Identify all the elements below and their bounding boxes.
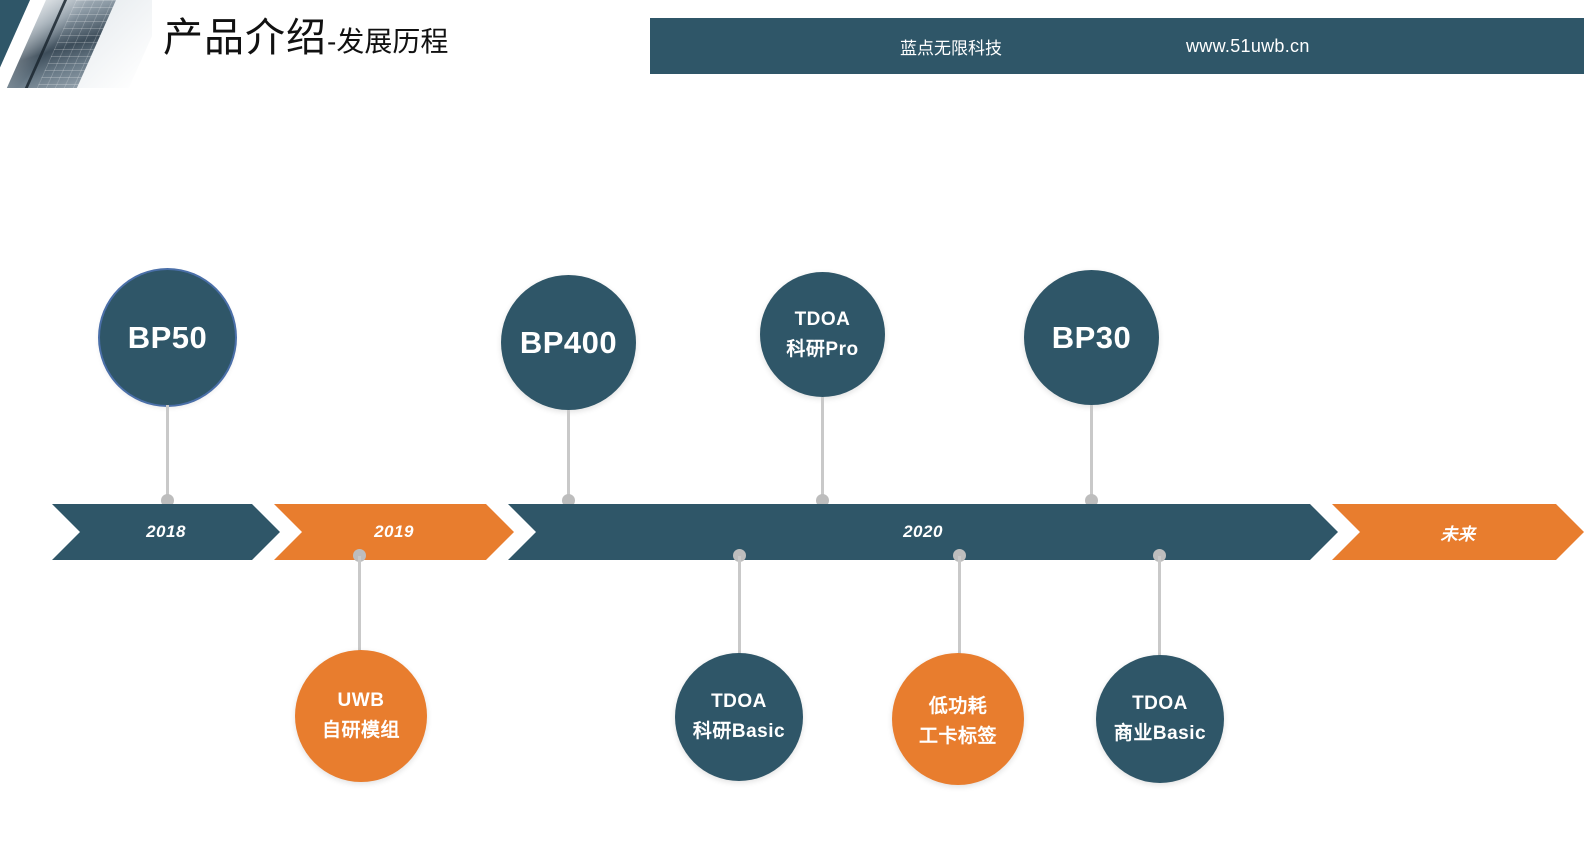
node-tdoa-shangye-basic-line2: 商业Basic [1113, 723, 1207, 744]
page-title-main: 产品介绍 [163, 16, 327, 60]
timeline-segment-2018-label: 2018 [146, 522, 186, 541]
brand-name: 蓝点无限科技 [900, 38, 1002, 58]
connector-dot-tdoa-keyan-pro [816, 494, 829, 507]
node-bp50[interactable]: BP50 [100, 270, 235, 405]
connector-dot-bp400 [562, 494, 575, 507]
timeline-segment-2020[interactable]: 2020 [508, 504, 1338, 560]
node-tdoa-keyan-pro-line2: 科研Pro [786, 338, 859, 360]
timeline-segment-2018[interactable]: 2018 [52, 504, 280, 560]
connector-bp400 [567, 410, 570, 501]
node-low-power-tag-line1: 低功耗 [928, 695, 988, 717]
node-bp400[interactable]: BP400 [501, 275, 636, 410]
node-tdoa-keyan-basic[interactable]: TDOA 科研Basic [675, 653, 803, 781]
connector-tdoa-keyan-pro [821, 397, 824, 501]
connector-tdoa-shangye-basic [1158, 556, 1161, 658]
node-tdoa-keyan-basic-line1: TDOA [711, 691, 767, 712]
node-uwb-module[interactable]: UWB 自研模组 [295, 650, 427, 782]
connector-low-power-tag [958, 556, 961, 656]
node-tdoa-keyan-basic-line2: 科研Basic [692, 721, 786, 742]
timeline-segment-future-label: 未来 [1440, 524, 1476, 544]
node-tdoa-shangye-basic[interactable]: TDOA 商业Basic [1096, 655, 1224, 783]
node-tdoa-keyan-pro[interactable]: TDOA 科研Pro [760, 272, 885, 397]
connector-dot-tdoa-keyan-basic [733, 549, 746, 562]
timeline-segment-2019-label: 2019 [374, 522, 414, 541]
node-low-power-tag-line2: 工卡标签 [918, 725, 997, 747]
node-low-power-tag[interactable]: 低功耗 工卡标签 [892, 653, 1024, 785]
connector-uwb [358, 556, 361, 654]
connector-bp50 [166, 405, 169, 501]
node-bp30-line1: BP30 [1051, 319, 1132, 355]
brand-bar: 蓝点无限科技 www.51uwb.cn [650, 18, 1584, 74]
node-bp50-line1: BP50 [127, 319, 208, 355]
timeline-segment-2020-label: 2020 [903, 522, 943, 541]
connector-dot-uwb [353, 549, 366, 562]
connector-dot-bp50 [161, 494, 174, 507]
page-title: 产品介绍-发展历程 [163, 18, 448, 58]
timeline-segment-2019[interactable]: 2019 [274, 504, 514, 560]
brand-url: www.51uwb.cn [1186, 35, 1310, 56]
timeline-segment-future[interactable]: 未来 [1332, 504, 1584, 560]
node-tdoa-keyan-pro-line1: TDOA [794, 308, 851, 330]
node-bp400-line1: BP400 [519, 324, 618, 360]
connector-dot-low-power-tag [953, 549, 966, 562]
decorative-building-graphic [0, 0, 152, 88]
connector-dot-tdoa-shangye-basic [1153, 549, 1166, 562]
node-uwb-module-line2: 自研模组 [321, 720, 400, 741]
connector-tdoa-keyan-basic [738, 556, 741, 658]
connector-bp30 [1090, 405, 1093, 501]
connector-dot-bp30 [1085, 494, 1098, 507]
timeline-bar: 2018 2019 2020 未来 [0, 504, 1584, 560]
node-bp30[interactable]: BP30 [1024, 270, 1159, 405]
node-tdoa-shangye-basic-line1: TDOA [1132, 693, 1188, 714]
node-uwb-module-line1: UWB [337, 690, 385, 711]
page-title-sub: -发展历程 [327, 26, 449, 57]
